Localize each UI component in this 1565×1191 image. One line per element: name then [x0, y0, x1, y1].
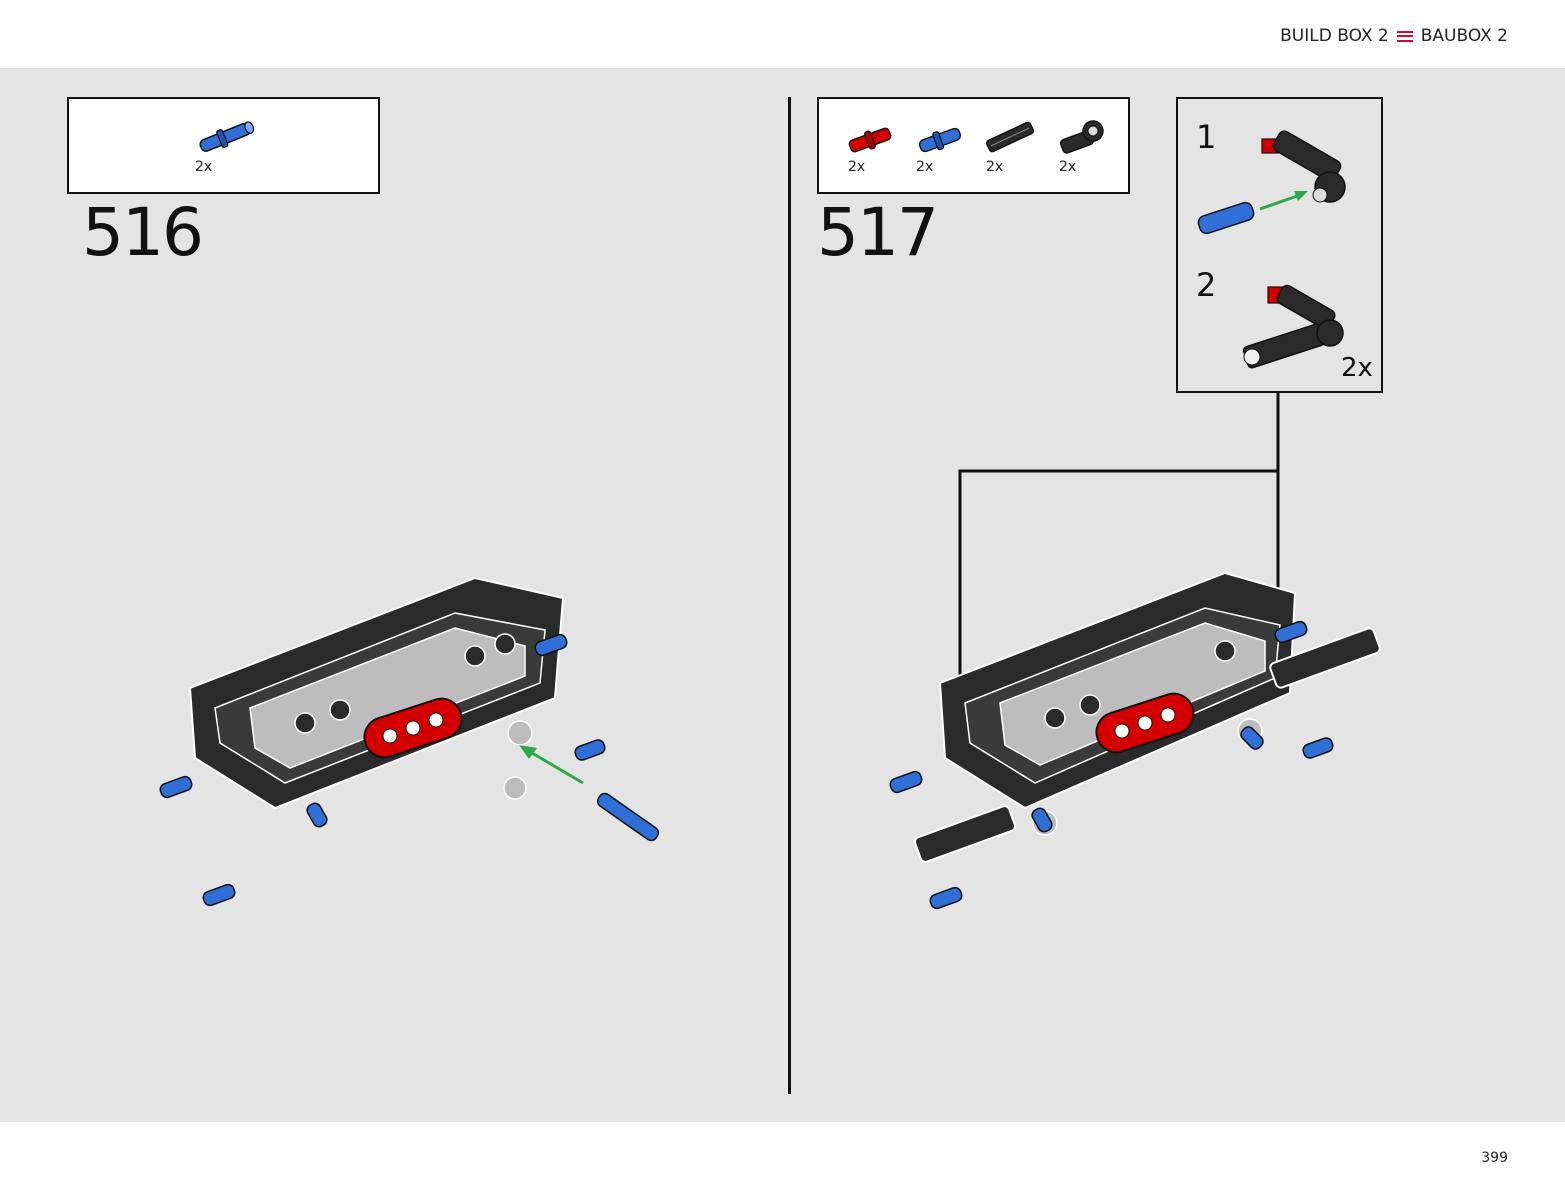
black-angle-connector-icon [1059, 120, 1104, 154]
model-assembly-516 [159, 576, 660, 907]
page-number: 399 [1481, 1150, 1508, 1166]
red-pin-icon [848, 127, 892, 153]
hamburger-icon [1396, 30, 1413, 42]
build-box-de: BAUBOX 2 [1420, 26, 1508, 46]
sub-step-1: 1 [1196, 118, 1217, 156]
step-divider [788, 97, 791, 1094]
instruction-area: 2x 516 [0, 68, 1565, 1122]
model-assembly-517 [889, 571, 1381, 910]
sub-assembly-box: 1 2 2x [1176, 97, 1383, 393]
blue-pin-icon [918, 127, 962, 153]
black-axle-icon [985, 121, 1035, 153]
part-qty-black-axle: 2x [986, 159, 1004, 175]
red-beam [1095, 692, 1195, 754]
step-number-517: 517 [817, 194, 939, 271]
part-qty-angle-connector: 2x [1059, 159, 1077, 175]
part-qty-red-pin: 2x [848, 159, 866, 175]
blue-pins [889, 620, 1334, 910]
part-qty: 2x [195, 159, 213, 175]
step-number-516: 516 [82, 194, 204, 271]
part-qty-blue-pin: 2x [916, 159, 934, 175]
sub-assembly-qty: 2x [1341, 353, 1373, 383]
insert-arrow [526, 748, 584, 785]
sub-step-2: 2 [1196, 266, 1217, 304]
page-footer: 399 [0, 1122, 1565, 1191]
sub-step-1-illustration [1197, 130, 1346, 235]
parts-callout-517: 2x 2x 2x 2x [817, 97, 1130, 194]
blue-pin-icon [199, 121, 255, 152]
blue-pins [159, 633, 660, 907]
engine-block-body [938, 571, 1297, 836]
sub-step-2-illustration [1242, 284, 1344, 369]
black-axles [913, 627, 1381, 863]
build-box-en: BUILD BOX 2 [1280, 26, 1389, 46]
page-header: BUILD BOX 2 BAUBOX 2 [0, 0, 1565, 68]
build-box-title: BUILD BOX 2 BAUBOX 2 [1280, 26, 1508, 46]
parts-callout-516: 2x [67, 97, 380, 194]
red-beam [363, 697, 463, 759]
engine-block-body [188, 576, 565, 810]
